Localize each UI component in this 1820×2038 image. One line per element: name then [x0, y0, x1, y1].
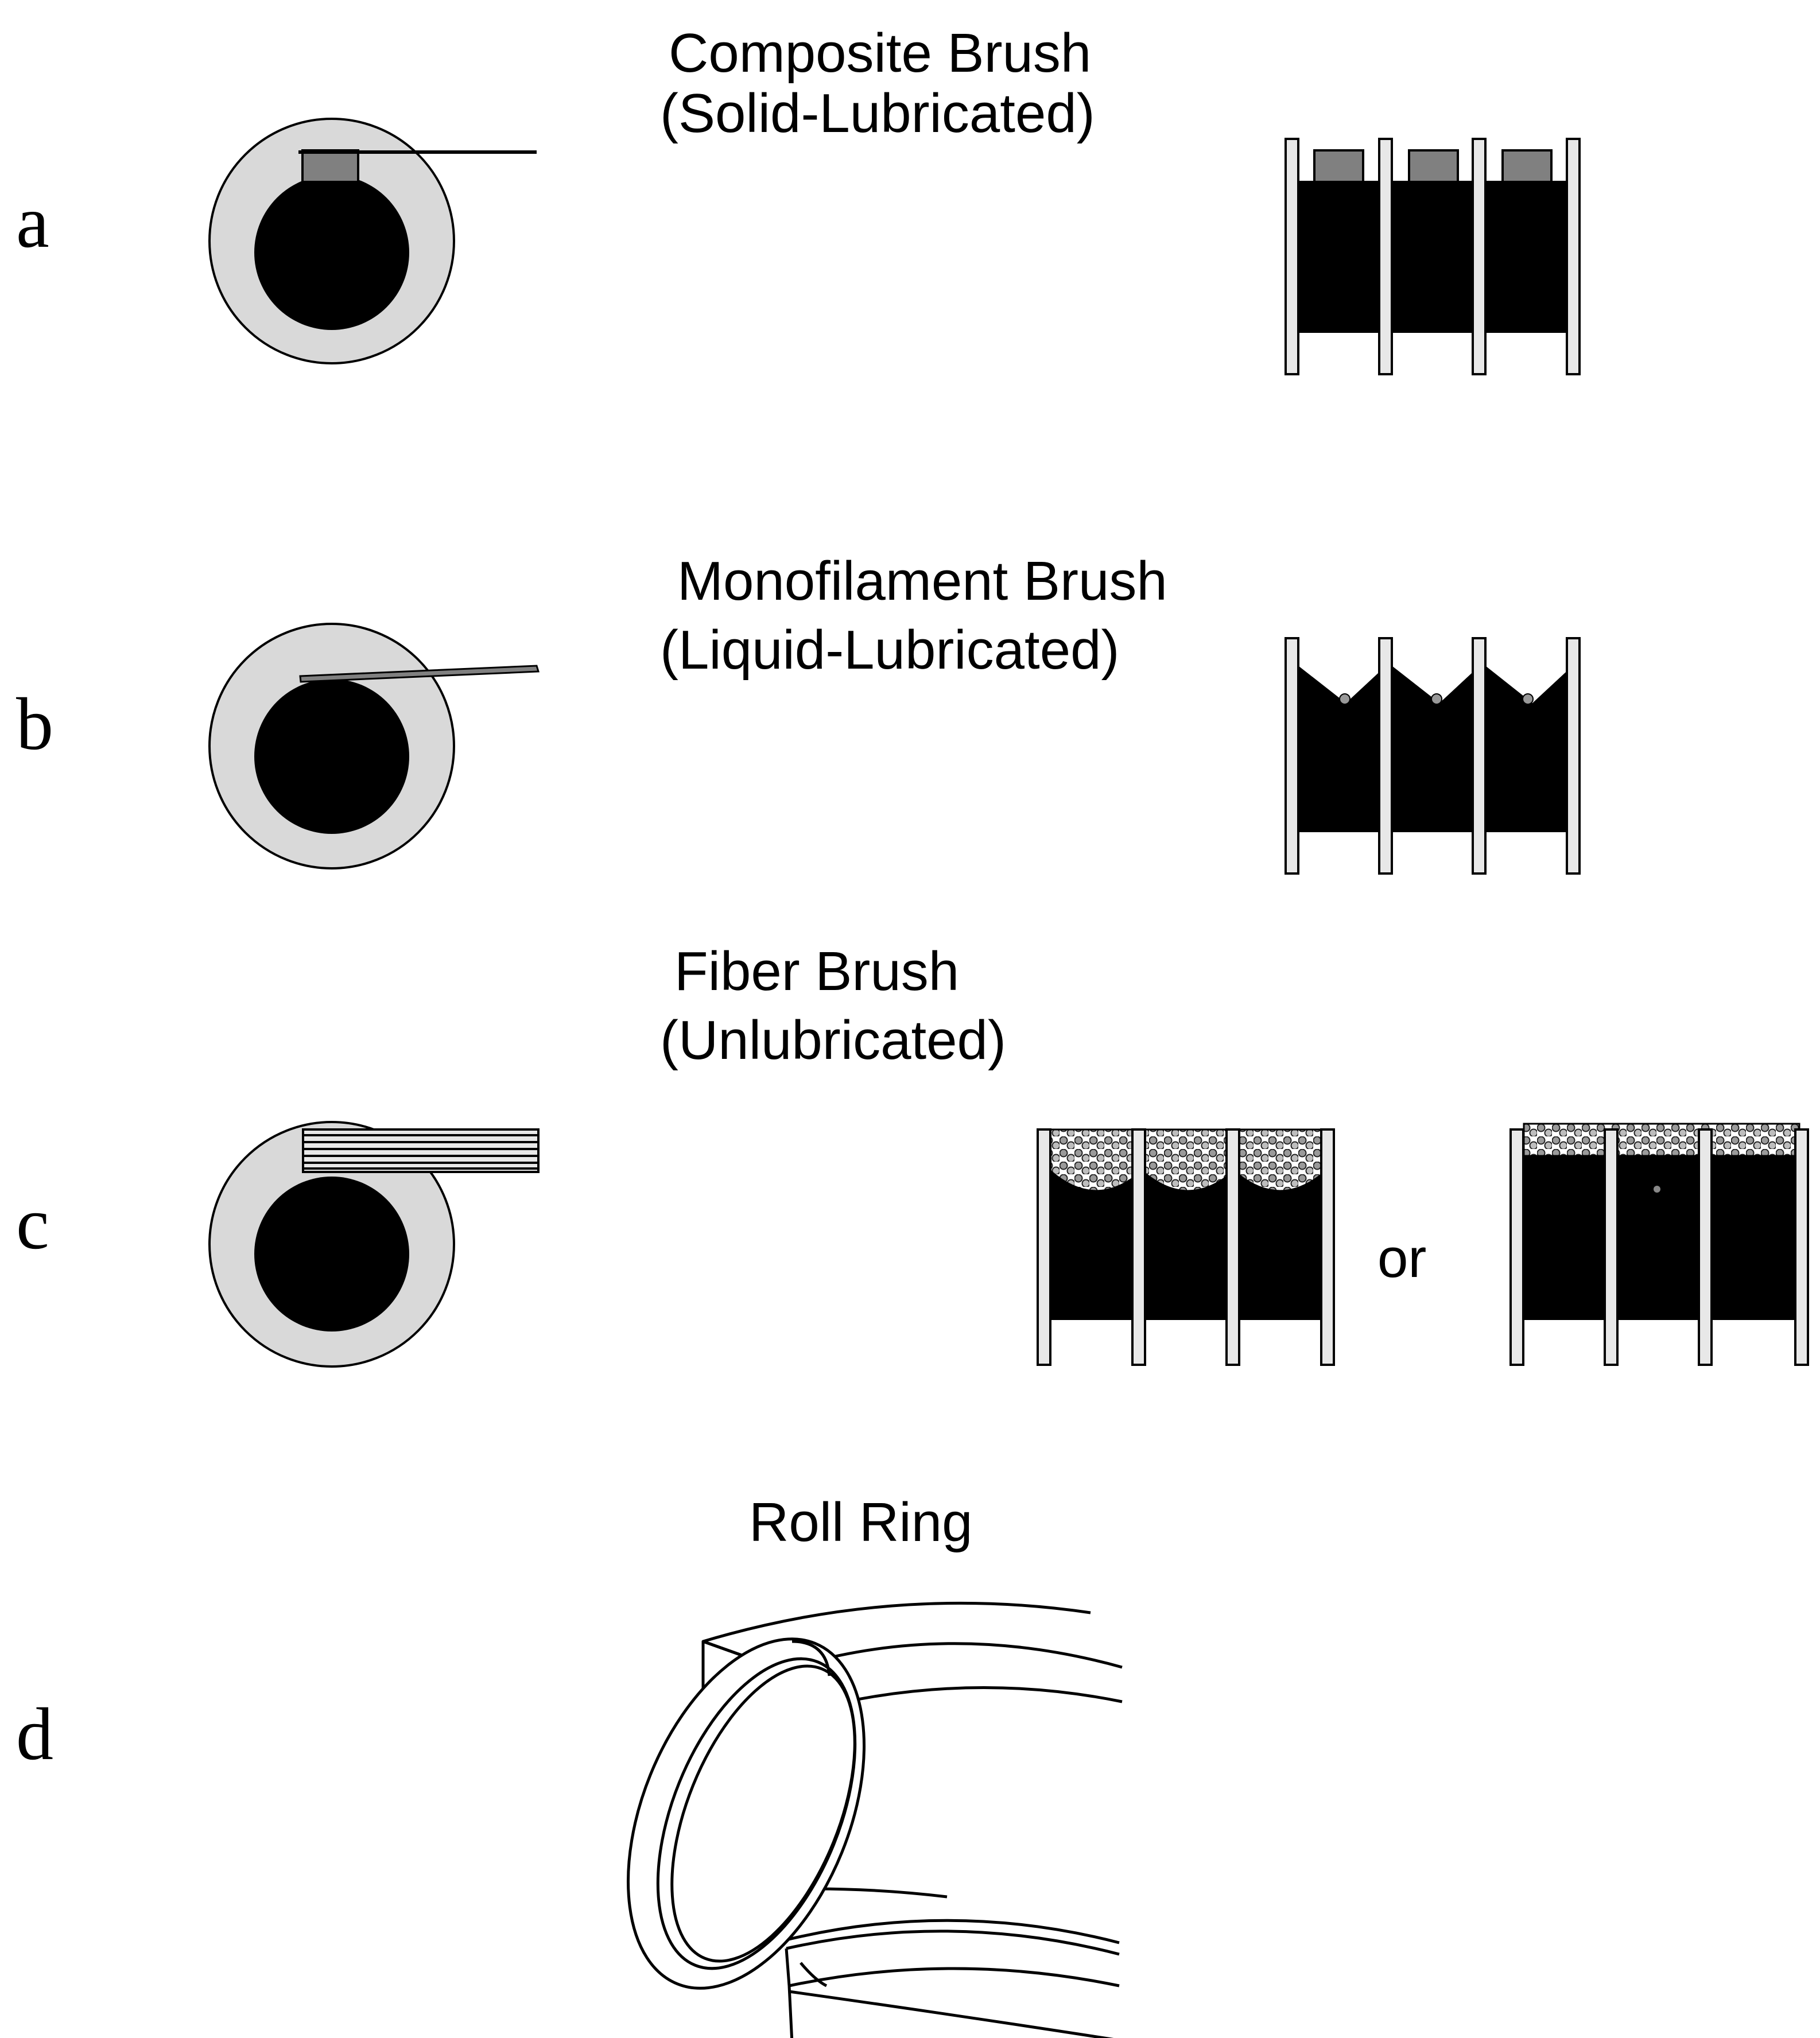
insulator-plate [1225, 1128, 1240, 1366]
fiber-tip-group [1049, 1128, 1143, 1192]
panel-c-cross-section-right [1509, 1123, 1809, 1366]
core-block [1297, 181, 1573, 333]
filament-contact [1431, 693, 1442, 705]
shaft-core [254, 175, 409, 330]
panel-c-ring-view [208, 1121, 540, 1368]
insulator-plate [1472, 138, 1487, 375]
brush-arm [298, 150, 537, 154]
panel-a-label: a [16, 181, 49, 263]
shaft-core [254, 1177, 409, 1332]
filament-contact [1339, 693, 1351, 705]
inner-race-lower [786, 1919, 1120, 1944]
insulator-plate [1509, 1128, 1524, 1366]
insulator-plate [1794, 1128, 1809, 1366]
insulator-plate [1285, 138, 1299, 375]
contact-pad [1501, 149, 1553, 183]
panel-b-ring-view [208, 623, 540, 869]
panel-d-title: Roll Ring [749, 1492, 972, 1553]
contact-pad [1313, 149, 1364, 183]
panel-c-subtitle: (Unlubricated) [660, 1010, 1006, 1071]
insulator-plate [1472, 637, 1487, 875]
or-connector: or [1377, 1228, 1426, 1289]
insulator-plate [1604, 1128, 1619, 1366]
fiber-tip-group [1141, 1128, 1235, 1192]
panel-a-subtitle: (Solid-Lubricated) [660, 83, 1095, 144]
monofilament-wire [299, 665, 540, 683]
fiber-contact-point [1654, 1186, 1660, 1193]
panel-a-cross-section [1285, 138, 1581, 375]
insulator-plate [1131, 1128, 1146, 1366]
insulator-plate [1285, 637, 1299, 875]
panel-b-title: Monofilament Brush [677, 550, 1167, 612]
insulator-plate [1566, 637, 1581, 875]
panel-c-label: c [16, 1182, 49, 1265]
v-groove-core [1298, 666, 1573, 832]
panel-d-label: d [16, 1693, 53, 1776]
panel-c-title: Fiber Brush [674, 941, 959, 1002]
composite-brush-block [301, 149, 359, 183]
fiber-tip-group [1233, 1128, 1327, 1192]
panel-b-subtitle: (Liquid-Lubricated) [660, 619, 1119, 681]
insulator-plate [1378, 138, 1393, 375]
insulator-plate [1378, 637, 1393, 875]
panel-b-label: b [16, 683, 53, 766]
panel-d-roll-ring [627, 1601, 1123, 2038]
insulator-plate [1698, 1128, 1713, 1366]
panel-a-title: Composite Brush [669, 22, 1091, 84]
fiber-bundle [302, 1128, 540, 1173]
contact-pad [1408, 149, 1459, 183]
panel-b-cross-section [1285, 637, 1581, 875]
insulator-plate [1320, 1128, 1335, 1366]
shaft-core [254, 679, 409, 834]
core-block [1524, 1129, 1799, 1320]
insulator-plate [1037, 1128, 1051, 1366]
panel-a-ring-view [208, 118, 537, 364]
fiber-tip-layer [1523, 1123, 1800, 1157]
insulator-plate [1566, 138, 1581, 375]
panel-c-cross-section-left [1037, 1128, 1335, 1366]
filament-contact [1522, 693, 1534, 705]
